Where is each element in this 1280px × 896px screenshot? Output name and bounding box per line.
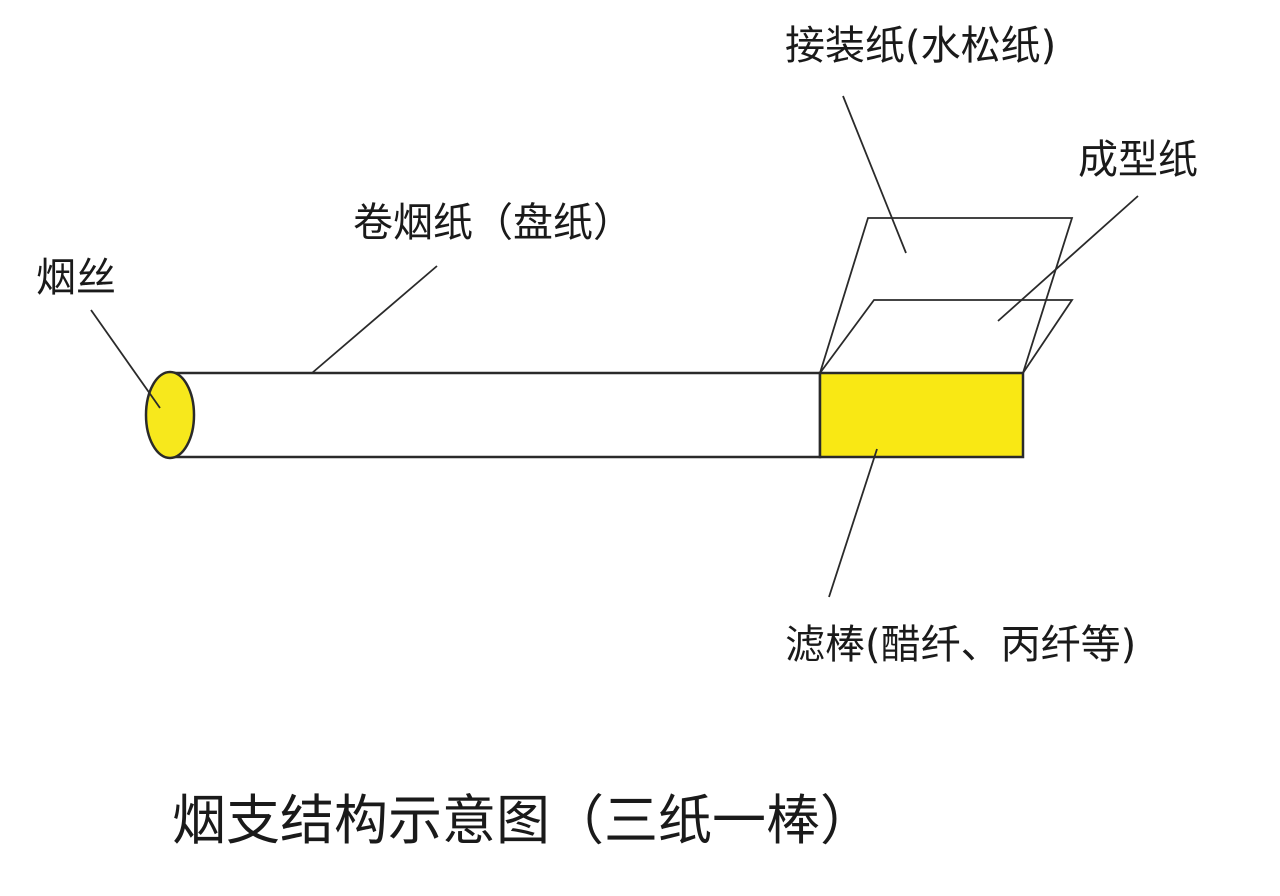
- tobacco-end-ellipse: [144, 370, 196, 460]
- plug-wrap-sheet: [818, 299, 1074, 374]
- tipping-paper-sheet: [818, 217, 1074, 374]
- leader-line-filter-rod: [828, 448, 878, 598]
- label-plug-wrap: 成型纸: [1078, 137, 1198, 183]
- leader-line-tobacco: [90, 309, 161, 409]
- label-cigarette-paper: 卷烟纸（盘纸）: [353, 200, 633, 246]
- label-tipping-paper: 接装纸(水松纸): [785, 23, 1057, 69]
- diagram-title: 烟支结构示意图（三纸一棒）: [172, 789, 874, 852]
- cigarette-body: [168, 371, 822, 459]
- filter-rod-block: [818, 371, 1025, 459]
- leader-line-plug-wrap: [997, 195, 1139, 322]
- leader-line-tipping-paper: [842, 95, 907, 254]
- leader-line-cigarette-paper: [311, 265, 438, 374]
- label-filter-rod: 滤棒(醋纤、丙纤等): [785, 622, 1137, 668]
- label-tobacco: 烟丝: [36, 255, 116, 301]
